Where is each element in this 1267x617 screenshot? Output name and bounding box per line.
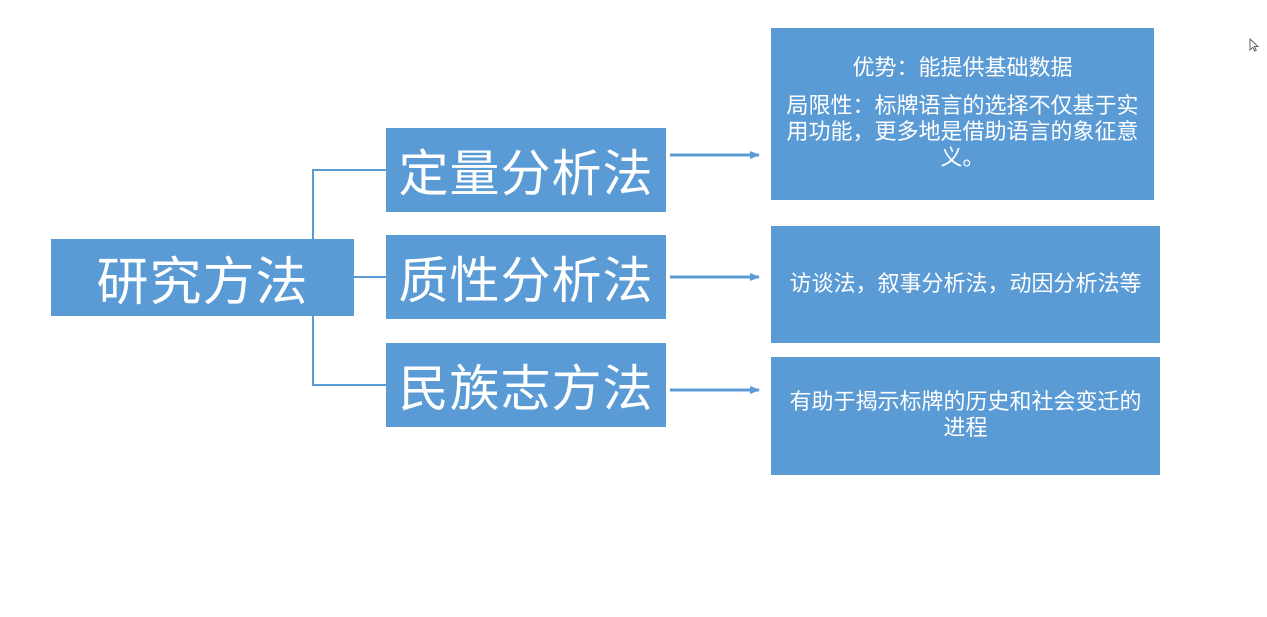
- method-node-ethnography: 民族志方法: [386, 343, 666, 427]
- root-node: 研究方法: [51, 239, 354, 316]
- description-text: 访谈法，叙事分析法，动因分析法等: [789, 271, 1142, 297]
- description-node-quantitative: 优势：能提供基础数据 局限性：标牌语言的选择不仅基于实用功能，更多地是借助语言的…: [771, 28, 1154, 200]
- advantage-text: 优势：能提供基础数据: [852, 56, 1073, 81]
- method-node-quantitative: 定量分析法: [386, 128, 666, 212]
- root-node-label: 研究方法: [96, 253, 309, 313]
- tree-connector-top: [312, 169, 386, 239]
- limitation-text: 局限性：标牌语言的选择不仅基于实用功能，更多地是借助语言的象征意义。: [786, 94, 1139, 171]
- description-text: 有助于揭示标牌的历史和社会变迁的进程: [789, 390, 1142, 441]
- description-node-ethnography: 有助于揭示标牌的历史和社会变迁的进程: [771, 357, 1160, 475]
- method-node-label: 民族志方法: [398, 360, 654, 418]
- method-node-qualitative: 质性分析法: [386, 235, 666, 319]
- description-node-qualitative: 访谈法，叙事分析法，动因分析法等: [771, 226, 1160, 343]
- method-node-label: 质性分析法: [398, 252, 654, 310]
- mouse-pointer-icon: [1249, 38, 1259, 52]
- tree-connector-bottom: [312, 316, 386, 386]
- method-node-label: 定量分析法: [398, 145, 654, 203]
